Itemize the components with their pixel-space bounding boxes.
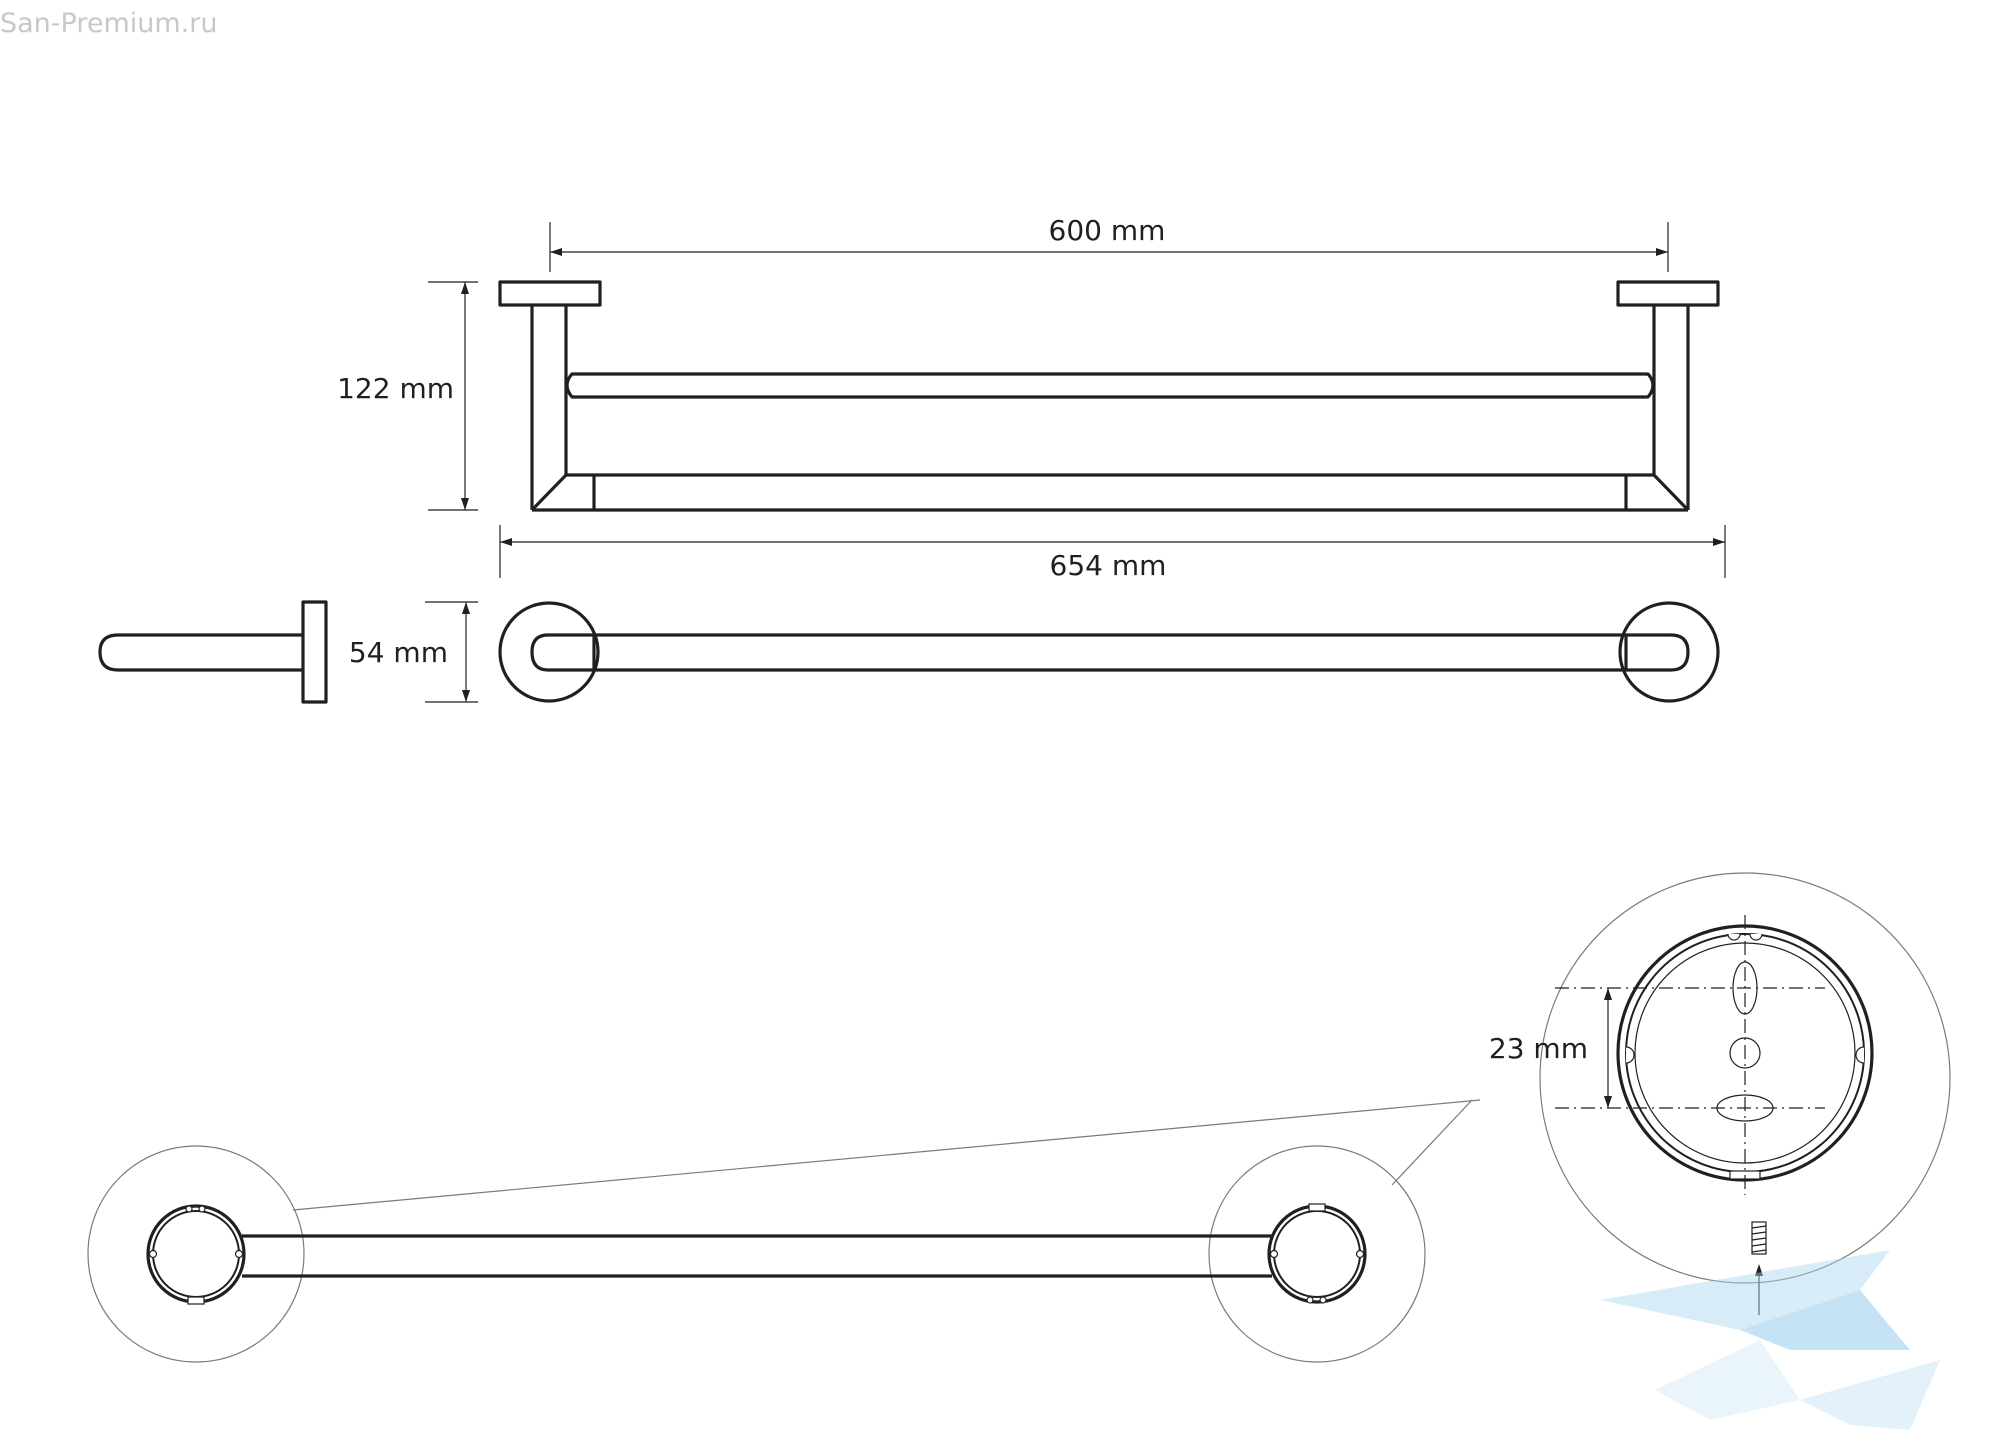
dimension-label-654: 654 mm	[1050, 549, 1167, 582]
dimension-122: 122 mm	[337, 281, 478, 511]
rear-view	[87, 1099, 1481, 1363]
dimension-label-23: 23 mm	[1489, 1032, 1588, 1065]
dimension-label-600: 600 mm	[1049, 214, 1166, 247]
dimension-label-54: 54 mm	[349, 636, 448, 669]
watermark-text: San-Premium.ru	[0, 8, 218, 39]
dimension-54: 54 mm	[349, 601, 478, 703]
screw-icon	[1751, 1221, 1767, 1315]
side-view	[98, 600, 328, 704]
brand-logo-icon	[1600, 1250, 1940, 1430]
detail-view: 23 mm	[1489, 872, 1951, 1284]
front-view	[498, 280, 1720, 512]
dimension-label-122: 122 mm	[337, 372, 454, 405]
top-view	[498, 601, 1720, 703]
dimension-600: 600 mm	[549, 214, 1669, 272]
dimension-654: 654 mm	[499, 525, 1726, 582]
